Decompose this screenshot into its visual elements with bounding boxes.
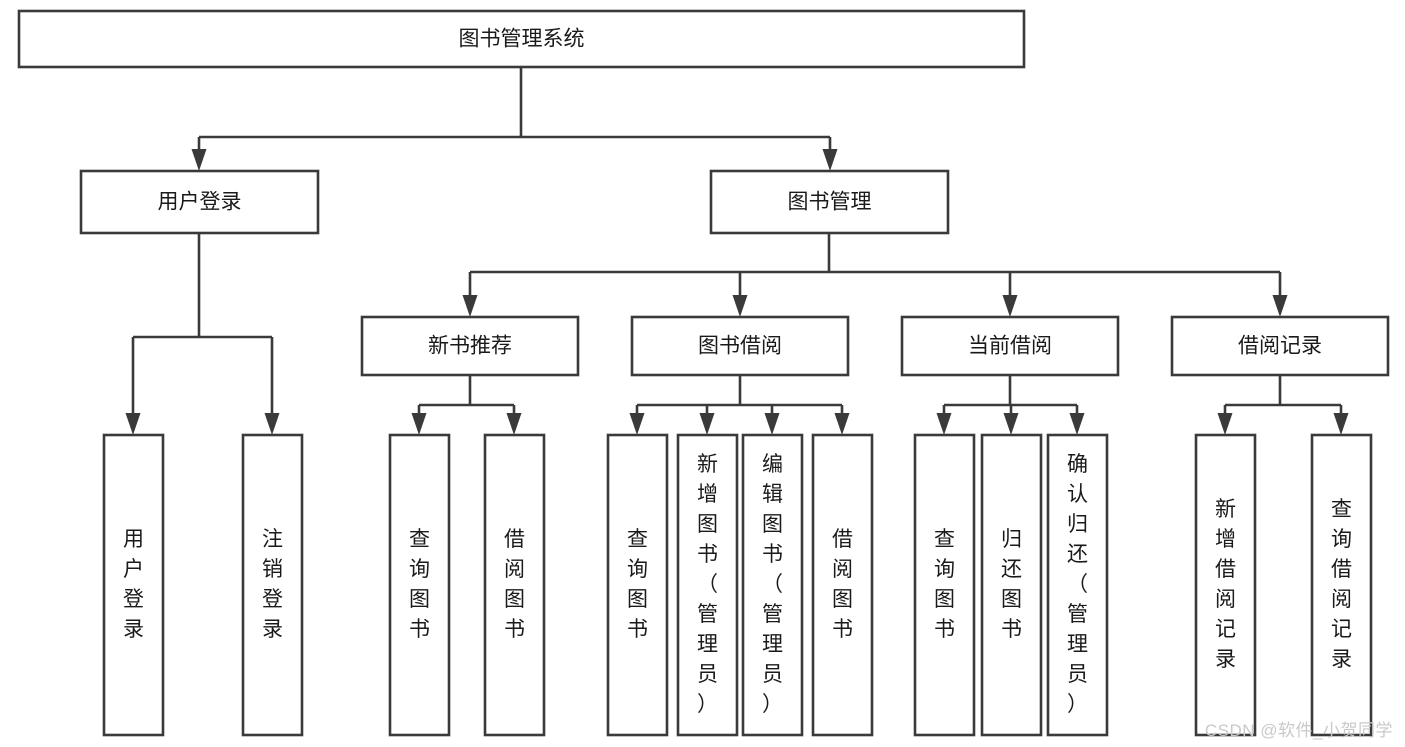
node-leaf-borrow-book-rec[interactable]: 借阅图书 [483,433,546,737]
arrow-head-icon [1333,413,1349,435]
node-box-leaf-confirm-return[interactable] [1046,433,1109,737]
node-layer: 图书管理系统用户登录图书管理新书推荐图书借阅当前借阅借阅记录用户登录注销登录查询… [17,9,1390,737]
node-label-leaf-query-book-rec: 查询图书 [409,528,430,641]
node-label-leaf-borrow-book-rec: 借阅图书 [504,528,525,641]
node-box-leaf-return-book[interactable] [980,433,1043,737]
node-leaf-borrow-book[interactable]: 借阅图书 [811,433,874,737]
node-box-leaf-query-book-borrow[interactable] [606,433,669,737]
node-label-user-login: 用户登录 [158,191,242,214]
node-box-current-borrow[interactable] [900,315,1120,377]
arrow-head-icon [1002,295,1018,317]
node-box-leaf-edit-book[interactable] [741,433,804,737]
node-box-leaf-add-book[interactable] [676,433,739,737]
node-leaf-query-book-cur[interactable]: 查询图书 [913,433,976,737]
node-box-leaf-user-login[interactable] [102,433,165,737]
arrow-head-icon [732,295,748,317]
node-label-root: 图书管理系统 [459,28,585,51]
arrow-head-icon [462,295,478,317]
node-label-leaf-add-book: 新增图书（管理员） [697,453,718,716]
node-current-borrow[interactable]: 当前借阅 [900,315,1120,377]
node-box-borrow-record[interactable] [1170,315,1390,377]
node-label-book-management: 图书管理 [788,191,872,214]
node-label-leaf-add-borrow-record: 新增借阅记录 [1215,498,1236,671]
node-leaf-confirm-return[interactable]: 确认归还（管理员） [1046,433,1109,737]
node-leaf-return-book[interactable]: 归还图书 [980,433,1043,737]
node-leaf-query-borrow-record[interactable]: 查询借阅记录 [1310,433,1373,737]
node-leaf-query-book-rec[interactable]: 查询图书 [388,433,451,737]
arrow-head-icon [1272,295,1288,317]
node-leaf-user-logout[interactable]: 注销登录 [241,433,304,737]
node-root[interactable]: 图书管理系统 [17,9,1026,69]
node-leaf-add-book[interactable]: 新增图书（管理员） [676,433,739,737]
node-box-book-borrow[interactable] [630,315,850,377]
node-label-new-book-recommend: 新书推荐 [428,335,512,358]
node-box-leaf-query-book-rec[interactable] [388,433,451,737]
arrow-head-icon [411,413,427,435]
node-box-leaf-user-logout[interactable] [241,433,304,737]
arrow-head-icon [1069,413,1085,435]
arrow-head-icon [699,413,715,435]
arrow-head-icon [629,413,645,435]
node-book-borrow[interactable]: 图书借阅 [630,315,850,377]
node-label-book-borrow: 图书借阅 [698,335,782,358]
arrow-head-icon [822,149,838,171]
node-label-leaf-query-book-cur: 查询图书 [934,528,955,641]
node-label-leaf-return-book: 归还图书 [1001,528,1022,641]
node-box-user-login[interactable] [79,169,320,235]
node-label-leaf-user-logout: 注销登录 [262,528,283,641]
node-box-book-management[interactable] [709,169,950,235]
node-book-management[interactable]: 图书管理 [709,169,950,235]
node-label-borrow-record: 借阅记录 [1238,335,1322,358]
node-box-leaf-query-borrow-record[interactable] [1310,433,1373,737]
node-label-current-borrow: 当前借阅 [968,335,1052,358]
arrow-head-icon [764,413,780,435]
arrow-head-icon [264,413,280,435]
arrow-head-icon [1003,413,1019,435]
arrow-head-icon [1217,413,1233,435]
node-box-new-book-recommend[interactable] [360,315,580,377]
node-box-leaf-borrow-book[interactable] [811,433,874,737]
node-label-leaf-borrow-book: 借阅图书 [832,528,853,641]
node-leaf-query-book-borrow[interactable]: 查询图书 [606,433,669,737]
node-label-leaf-edit-book: 编辑图书（管理员） [762,453,783,716]
node-box-leaf-add-borrow-record[interactable] [1194,433,1257,737]
node-box-root[interactable] [17,9,1026,69]
connector-layer [125,67,1349,435]
node-box-leaf-borrow-book-rec[interactable] [483,433,546,737]
node-leaf-edit-book[interactable]: 编辑图书（管理员） [741,433,804,737]
arrow-head-icon [936,413,952,435]
node-borrow-record[interactable]: 借阅记录 [1170,315,1390,377]
node-label-leaf-query-book-borrow: 查询图书 [627,528,648,641]
arrow-head-icon [191,149,207,171]
node-label-leaf-confirm-return: 确认归还（管理员） [1067,453,1088,716]
arrow-head-icon [834,413,850,435]
node-box-leaf-query-book-cur[interactable] [913,433,976,737]
arrow-head-icon [125,413,141,435]
node-label-leaf-query-borrow-record: 查询借阅记录 [1331,498,1352,671]
node-label-leaf-user-login: 用户登录 [123,528,144,641]
node-new-book-recommend[interactable]: 新书推荐 [360,315,580,377]
arrow-head-icon [506,413,522,435]
node-user-login[interactable]: 用户登录 [79,169,320,235]
node-leaf-user-login[interactable]: 用户登录 [102,433,165,737]
node-leaf-add-borrow-record[interactable]: 新增借阅记录 [1194,433,1257,737]
